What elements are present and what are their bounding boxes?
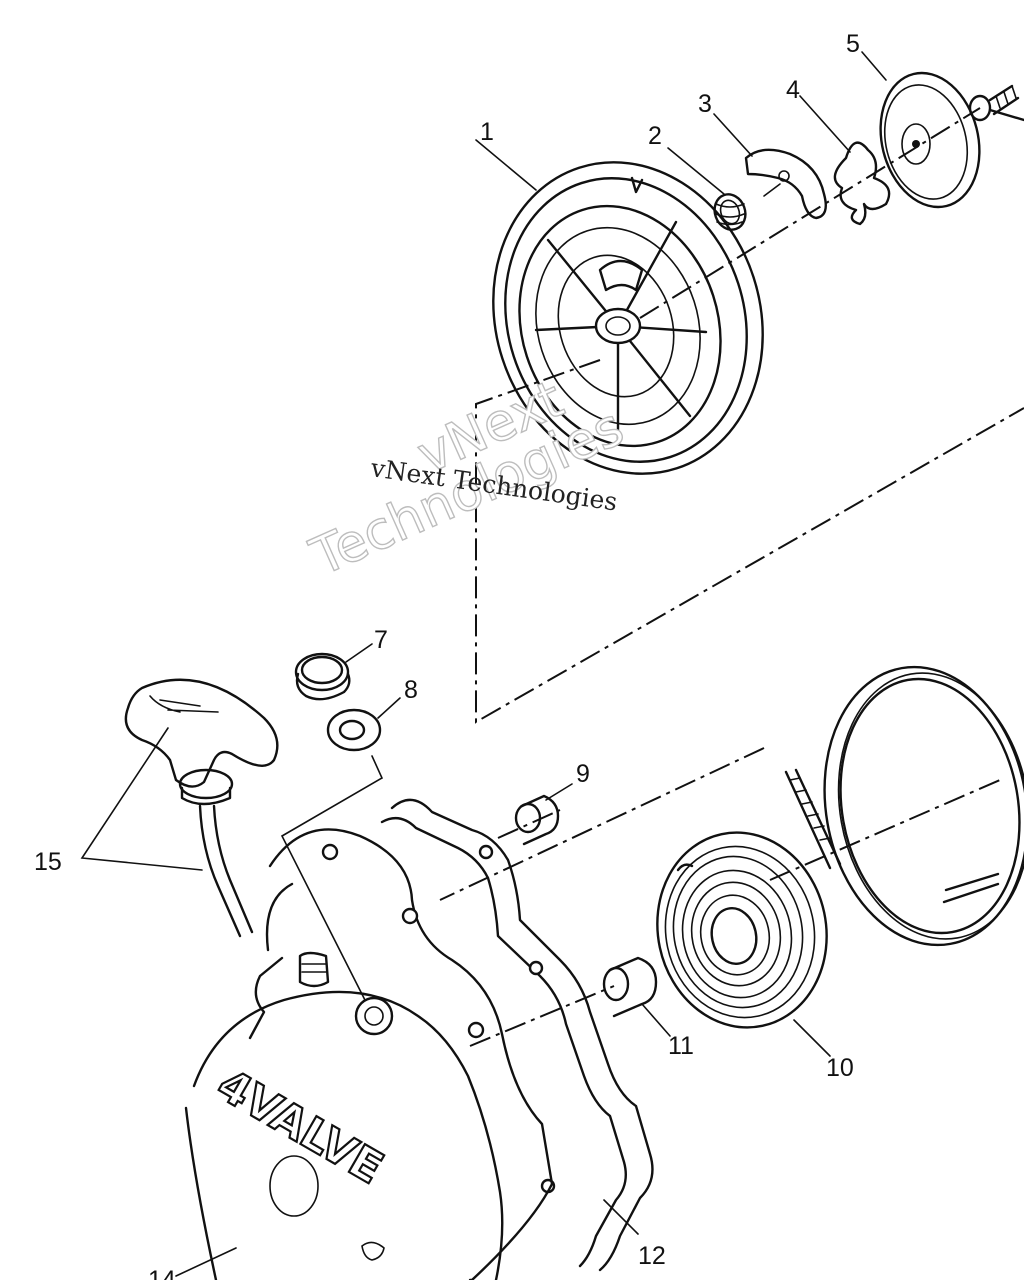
callout-11: 11 xyxy=(668,1032,694,1060)
leader-9 xyxy=(545,783,573,801)
callout-3: 3 xyxy=(698,90,712,118)
callout-7: 7 xyxy=(374,626,388,654)
callout-10: 10 xyxy=(826,1054,854,1082)
axis-guide-rope xyxy=(439,747,765,901)
callout-5: 5 xyxy=(846,30,860,58)
callout-14: 14 xyxy=(148,1266,176,1280)
leader-15 xyxy=(80,727,203,871)
leader-1 xyxy=(475,139,537,191)
callout-2: 2 xyxy=(648,122,662,150)
housing-logo: 4VALVE xyxy=(209,1059,392,1194)
leader-3 xyxy=(713,113,753,157)
part-10-spring-coil xyxy=(656,831,828,1029)
callout-9: 9 xyxy=(576,760,590,788)
leader-5 xyxy=(861,51,887,81)
bolt xyxy=(968,84,1024,122)
callout-8: 8 xyxy=(404,676,418,704)
part-5-plate xyxy=(879,71,981,209)
starter-rope xyxy=(784,665,1024,947)
axis-guide-collar xyxy=(469,985,615,1047)
part-7-plug xyxy=(294,652,351,701)
part-14-housing xyxy=(184,828,554,1280)
axis-line-top xyxy=(639,107,981,319)
callout-4: 4 xyxy=(786,76,800,104)
part-11-collar xyxy=(602,956,658,1018)
axis-guide-right xyxy=(497,779,1001,881)
leader-14 xyxy=(175,1247,237,1277)
leader-4 xyxy=(799,95,851,153)
part-3-ratchet xyxy=(744,148,827,220)
part-4-clip xyxy=(833,141,891,226)
part-12-gasket xyxy=(380,798,654,1272)
part-1-pulley xyxy=(492,161,764,475)
part-15-handle xyxy=(124,678,279,938)
part-2-spring xyxy=(713,193,747,231)
leader-8 xyxy=(377,697,401,719)
axis-guide-main xyxy=(475,359,1024,724)
part-8-washer xyxy=(326,708,382,752)
leader-2 xyxy=(667,147,725,195)
leader-7 xyxy=(345,643,373,663)
leader-12 xyxy=(603,1199,639,1235)
callout-15: 15 xyxy=(34,848,62,876)
leader-11 xyxy=(641,1003,671,1037)
guide-washer xyxy=(280,755,384,1011)
callout-1: 1 xyxy=(480,118,494,146)
callout-12: 12 xyxy=(638,1242,666,1270)
leader-10 xyxy=(793,1019,831,1057)
